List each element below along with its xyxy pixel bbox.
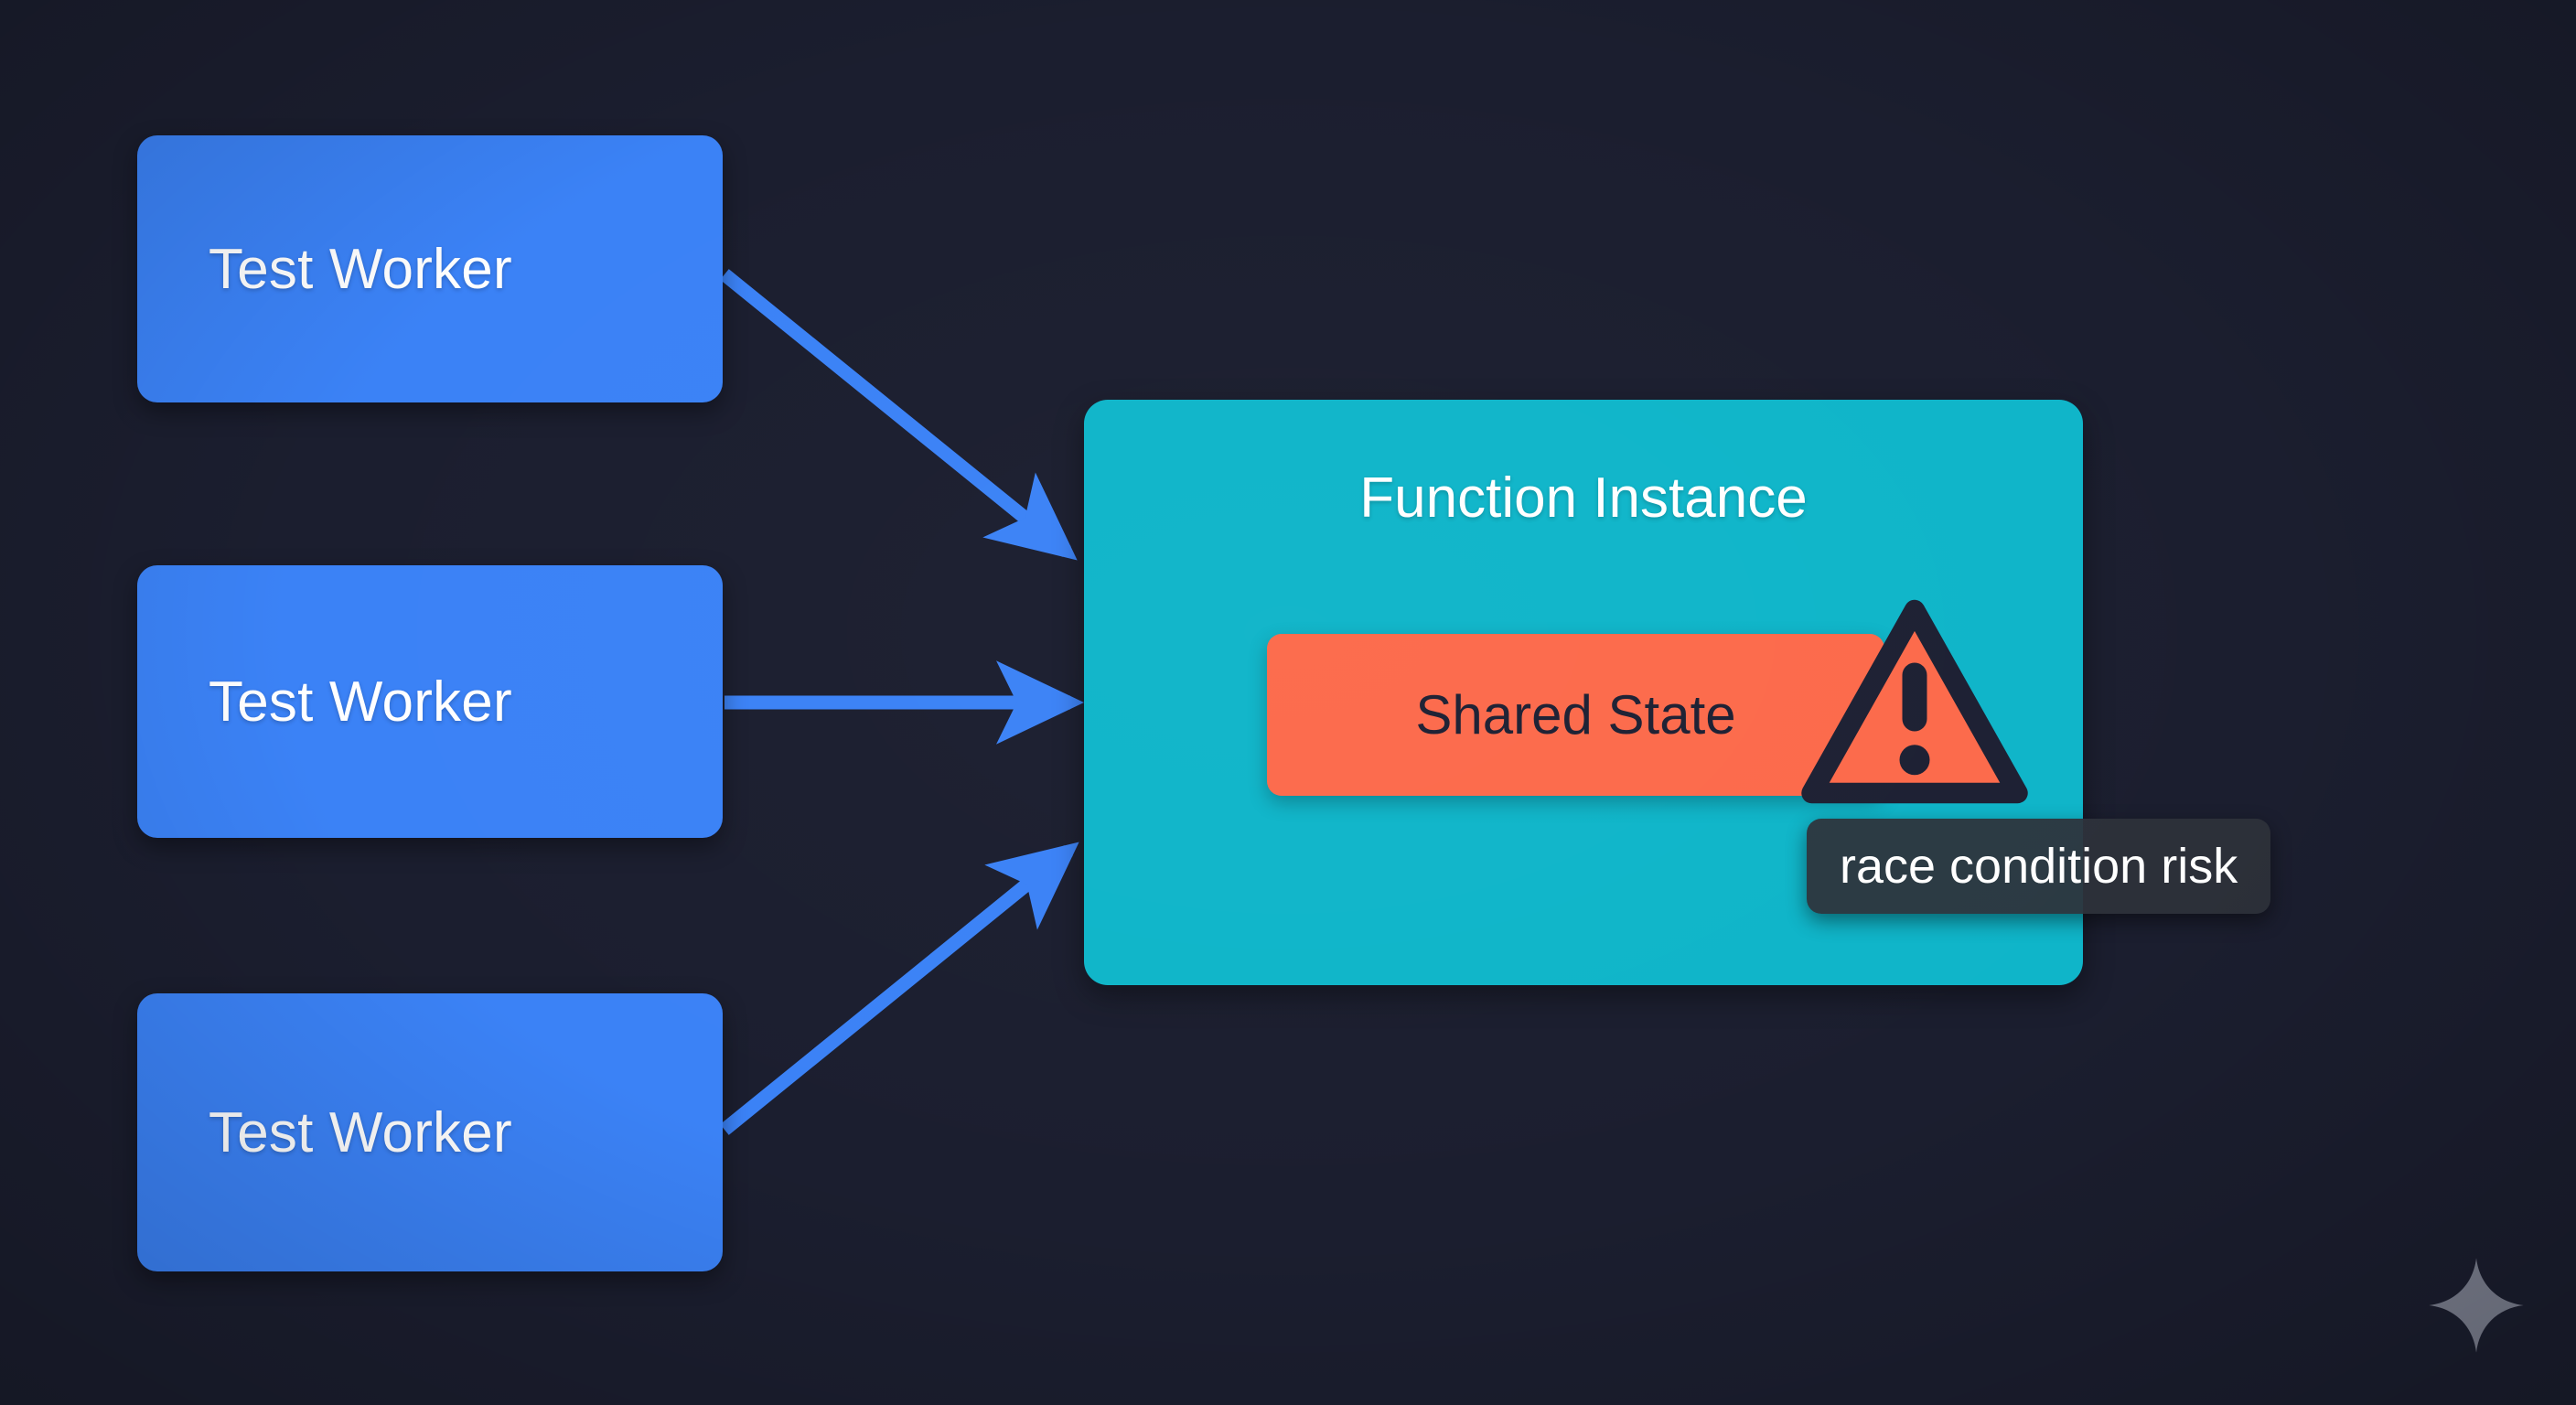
node-test-worker-2[interactable]: Test Worker xyxy=(137,565,723,838)
node-title: Function Instance xyxy=(1359,467,1808,530)
sparkle-icon xyxy=(2429,1258,2524,1353)
node-label: Shared State xyxy=(1415,684,1736,745)
node-label: Test Worker xyxy=(209,1100,512,1164)
arrow-worker-1 xyxy=(720,269,1078,561)
tooltip-race-condition-risk: race condition risk xyxy=(1807,819,2271,914)
node-label: Test Worker xyxy=(209,670,512,734)
tooltip-label: race condition risk xyxy=(1840,839,2238,894)
node-function-instance[interactable]: Function Instance Shared State xyxy=(1084,400,2083,985)
arrow-worker-3 xyxy=(720,842,1079,1135)
node-label: Test Worker xyxy=(209,237,512,301)
node-shared-state[interactable]: Shared State xyxy=(1267,634,1884,796)
warning-triangle-icon[interactable] xyxy=(1800,596,2029,811)
node-test-worker-1[interactable]: Test Worker xyxy=(137,135,723,402)
node-test-worker-3[interactable]: Test Worker xyxy=(137,993,723,1271)
